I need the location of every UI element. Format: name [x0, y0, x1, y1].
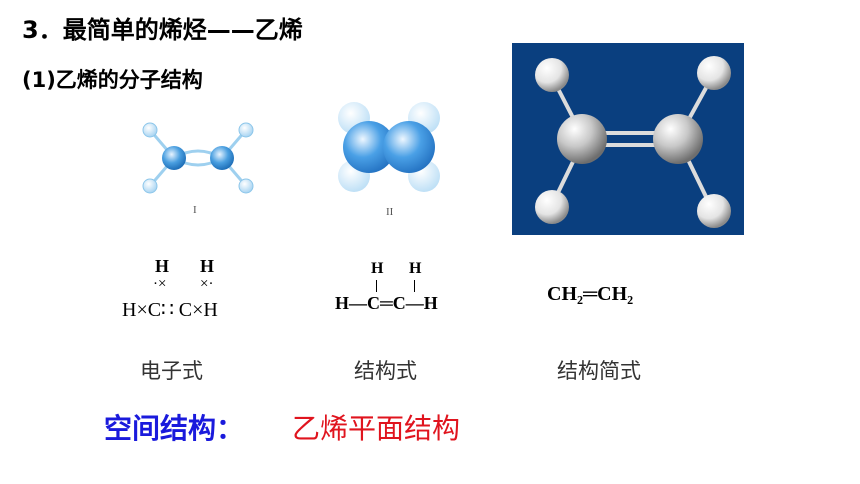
spatial-structure-label: 空间结构： [104, 412, 245, 445]
hydrogen-atom [238, 178, 254, 194]
hydrogen-atom [142, 122, 158, 138]
3d-ball-stick-model [512, 43, 744, 235]
electron-formula-caption: 电子式 [140, 359, 203, 383]
electron-dot-cross-2: ×· [200, 276, 214, 292]
electron-top-h1: H [155, 256, 170, 276]
carbon-atom [162, 146, 186, 170]
structural-top-h1: H [371, 260, 384, 277]
hydrogen-atom [142, 178, 158, 194]
electron-formula: H×C∷ C×H [122, 299, 218, 321]
spatial-structure-value: 乙烯平面结构 [292, 412, 461, 445]
bond-line [414, 280, 415, 292]
bond-line [376, 280, 377, 292]
hydrogen-atom [535, 190, 569, 224]
model-ii-label: II [386, 206, 394, 218]
hydrogen-atom [238, 122, 254, 138]
space-filling-model [338, 102, 440, 192]
structural-formula-caption: 结构式 [354, 359, 417, 383]
carbon-atom [653, 114, 703, 164]
carbon-atom [210, 146, 234, 170]
carbon-atom [343, 121, 395, 173]
electron-dot-cross-1: ·× [153, 276, 167, 292]
hydrogen-atom [697, 194, 731, 228]
carbon-atom [383, 121, 435, 173]
model-i-label: I [193, 204, 197, 216]
ball-stick-model [142, 122, 254, 194]
hydrogen-atom [697, 56, 731, 90]
carbon-atom [557, 114, 607, 164]
electron-top-h2: H [200, 256, 215, 276]
structural-top-h2: H [409, 260, 422, 277]
section-subtitle: (1)乙烯的分子结构 [22, 68, 203, 92]
structural-formula: H—C═C—H [335, 293, 438, 313]
page-title: 3．最简单的烯烃——乙烯 [22, 16, 303, 44]
simplified-formula-caption: 结构简式 [557, 359, 641, 383]
hydrogen-atom [535, 58, 569, 92]
simplified-formula: CH₂═CH₂ [547, 283, 634, 305]
